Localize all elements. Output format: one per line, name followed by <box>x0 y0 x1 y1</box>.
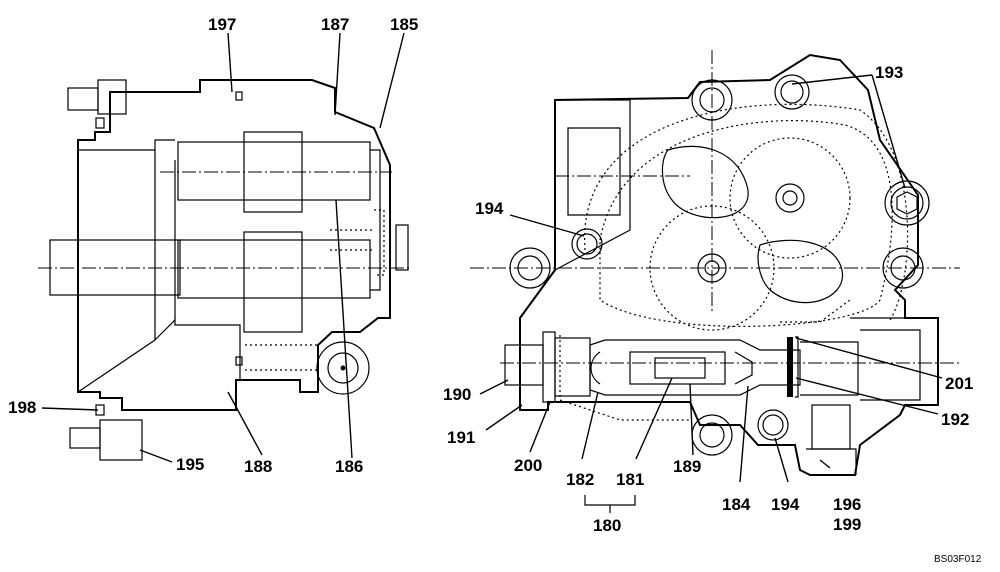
left-view-side-section <box>38 79 412 461</box>
label-201: 201 <box>945 374 973 393</box>
label-200: 200 <box>514 456 542 475</box>
label-188: 188 <box>244 457 272 476</box>
right-view-leaders <box>479 74 943 513</box>
label-189: 189 <box>673 457 701 476</box>
label-195: 195 <box>176 455 204 474</box>
label-198: 198 <box>8 398 36 417</box>
label-191: 191 <box>447 428 475 447</box>
label-199: 199 <box>833 515 861 534</box>
part-number-labels: 197 187 185 198 195 188 186 193 194 190 … <box>8 15 982 565</box>
label-192: 192 <box>941 410 969 429</box>
label-180: 180 <box>593 516 621 535</box>
label-193: 193 <box>875 63 903 82</box>
label-184: 184 <box>722 495 751 514</box>
figure-code: BS03F012 <box>934 554 982 565</box>
label-190: 190 <box>443 385 471 404</box>
right-view-end-cover <box>470 50 960 476</box>
left-view-leaders <box>41 32 405 463</box>
label-187: 187 <box>321 15 349 34</box>
label-194-upper: 194 <box>475 199 504 218</box>
label-186: 186 <box>335 457 363 476</box>
label-185: 185 <box>390 15 418 34</box>
label-194-lower: 194 <box>771 495 800 514</box>
label-197: 197 <box>208 15 236 34</box>
label-196: 196 <box>833 495 861 514</box>
label-181: 181 <box>616 470 644 489</box>
label-182: 182 <box>566 470 594 489</box>
